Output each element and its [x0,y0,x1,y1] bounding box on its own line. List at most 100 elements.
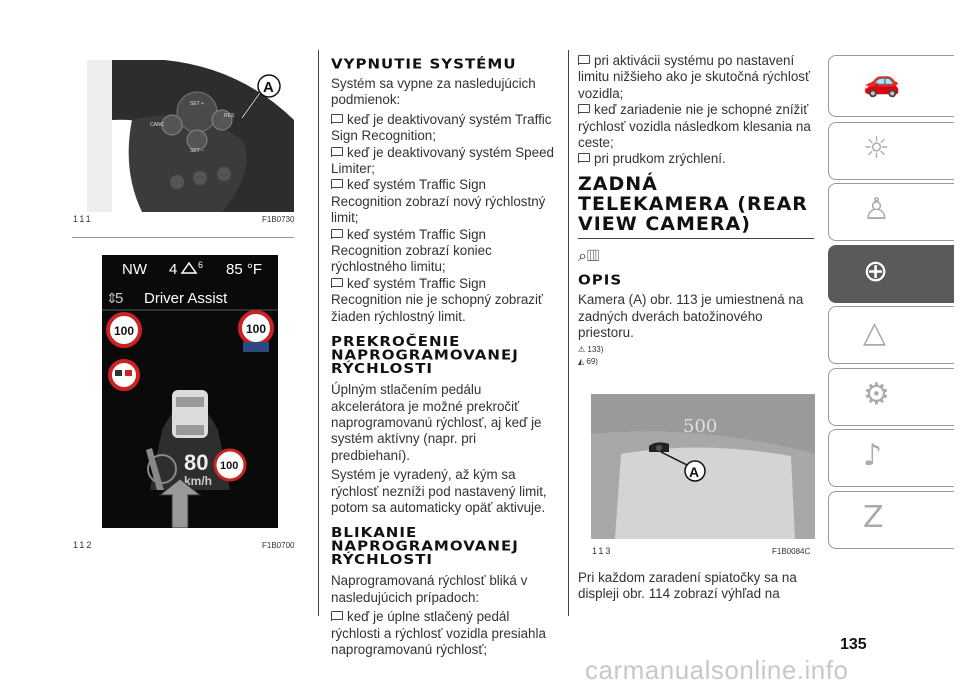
warning-note: ⚠ 133) [578,344,814,356]
bullet-text: pri aktivácii systému po nastavení limit… [578,53,811,101]
set-speed-readout: 5 [115,290,123,307]
paragraph: Naprogramovaná rýchlosť bliká v nasleduj… [331,573,528,605]
section-heading: PREKROČENIE NAPROGRAMOVANEJ RÝCHLOSTI [331,333,519,377]
set-minus-label: SET – [190,148,204,154]
column-3-bottom: Pri každom zaradení spiatočky sa na disp… [578,570,814,606]
note-ref: 69) [586,357,598,367]
divider [72,237,294,238]
fig-112-code: F1B0700 [262,541,295,550]
bullet-icon [331,146,343,157]
steering-wheel-image: SET + CANC RES SET – A [72,58,294,212]
canc-label: CANC [150,122,165,128]
info-note: ◭ 69) [578,356,814,368]
heading-readout: NW [122,261,148,278]
speed-gauge-icon [147,454,177,484]
chapter-tab[interactable]: ♙ [828,183,954,241]
temperature-readout: 85 °F [226,261,262,278]
arrow-indicator-icon [158,478,202,529]
bullet-item: keď systém Traffic Sign Recognition zobr… [331,177,557,226]
mode-title: Driver Assist [144,290,228,307]
chapter-tab[interactable]: 🚗 [828,55,954,117]
section-heading: ZADNÁ TELEKAMERA (REAR VIEW CAMERA) [578,172,808,235]
fig-113-number: 113 [592,546,613,556]
steering-key-icon: ⊕ [863,253,889,289]
note-ref: 133) [587,345,604,355]
page-number: 135 [840,636,867,653]
bullet-text: keď systém Traffic Sign Recognition zobr… [331,226,492,275]
bullet-text: keď systém Traffic Sign Recognition zobr… [331,177,546,226]
column-3: pri aktivácii systému po nastavení limit… [578,53,814,368]
bullet-item: keď je úplne stlačený pedál rýchlosti a … [331,609,557,658]
chapter-tab[interactable]: ⊕ [828,244,954,303]
section-heading: VYPNUTIE SYSTÉMU [331,55,517,73]
section-heading: OPIS [578,272,623,289]
warning-triangle-icon: ⚠ [578,345,586,355]
column-2: VYPNUTIE SYSTÉMU Systém sa vypne za nasl… [331,53,557,658]
badge-500: 500 [683,416,717,437]
bullet-icon [331,611,343,622]
bullet-icon [331,179,343,190]
gear-superscript: 6 [198,260,203,270]
bullet-item: keď systém Traffic Sign Recognition nie … [331,276,557,325]
figure-111: SET + CANC RES SET – A [72,58,294,212]
res-label: RES [224,113,235,119]
speed-readout: 80 [184,450,208,475]
gear-readout: 4 [169,261,177,278]
chapter-tab[interactable]: ⚙ [828,367,954,426]
chapter-tab[interactable]: ♪ [828,429,954,487]
callout-a: A [263,79,274,96]
bullet-icon [578,104,590,115]
info-icon: ◭ [578,357,585,367]
bullet-text: pri prudkom zrýchlení. [594,151,726,167]
emergency-triangle-icon: △ [863,315,887,350]
heading-underline [578,237,814,239]
bullet-item: keď zariadenie nie je schopné znížiť rýc… [578,102,814,151]
paragraph: Systém je vyradený, až kým sa rýchlosť n… [331,467,547,515]
watermark: carmanualsonline.info [585,655,849,685]
bullet-item: keď je deaktivovaný systém Speed Limiter… [331,145,557,178]
bullet-item: keď systém Traffic Sign Recognition zobr… [331,227,557,276]
bullet-icon [331,228,343,239]
maintenance-gears-icon: ⚙ [863,376,890,412]
chapter-tab[interactable]: △ [828,306,954,364]
warning-lights-icon: ☼ [863,130,890,166]
paragraph: Pri každom zaradení spiatočky sa na disp… [578,570,797,602]
cluster-display-image: NW 4 6 85 °F ⇕ 5 Driver Assist 100 100 8… [102,255,278,529]
bullet-text: keď systém Traffic Sign Recognition nie … [331,275,543,324]
set-plus-label: SET + [190,101,204,107]
paragraph: Kamera (A) obr. 113 je umiestnená na zad… [578,292,804,341]
speed-unit: km/h [184,474,212,488]
chapter-tab[interactable]: ☼ [828,121,954,180]
figure-112: NW 4 6 85 °F ⇕ 5 Driver Assist 100 100 8… [102,255,278,529]
callout-a: A [689,464,699,480]
no-overtaking-icon [108,359,140,391]
figure-113: 500 A [591,394,815,539]
bullet-item: pri prudkom zrýchlení. [578,151,814,167]
paragraph: Úplným stlačením pedálu akcelerátora je … [331,382,542,463]
index-abc-icon: Z [863,499,884,535]
column-divider [318,50,319,616]
sign-bottom-value: 100 [220,460,238,472]
fig-111-number: 111 [73,214,93,224]
rear-camera-image: 500 A [591,394,815,539]
paragraph: Systém sa vypne za nasledujúcich podmien… [331,76,536,108]
bullet-text: keď je úplne stlačený pedál rýchlosti a … [331,609,546,657]
bullet-icon [331,277,343,288]
section-heading: BLIKANIE NAPROGRAMOVANEJ RÝCHLOSTI [331,524,519,568]
bullet-item: pri aktivácii systému po nastavení limit… [578,53,814,102]
chapter-tab[interactable]: Z [828,490,954,549]
rear-camera-icon: ⌕▥ [578,247,600,265]
bullet-icon [331,113,343,124]
multimedia-icon: ♪ [863,438,883,473]
speed-limit-sign [106,312,142,348]
seat-airbag-icon: ♙ [863,192,890,227]
fig-111-code: F1B0730 [262,215,295,224]
road-icon [180,261,198,274]
bullet-item: keď je deaktivovaný systém Traffic Sign … [331,112,557,145]
speedometer-icon: ⇕ [106,290,118,306]
column-divider [568,50,569,616]
sign-left-value: 100 [114,324,134,338]
sign-right-value: 100 [246,322,266,336]
speed-limit-sign [213,448,247,482]
bullet-icon [578,55,590,65]
